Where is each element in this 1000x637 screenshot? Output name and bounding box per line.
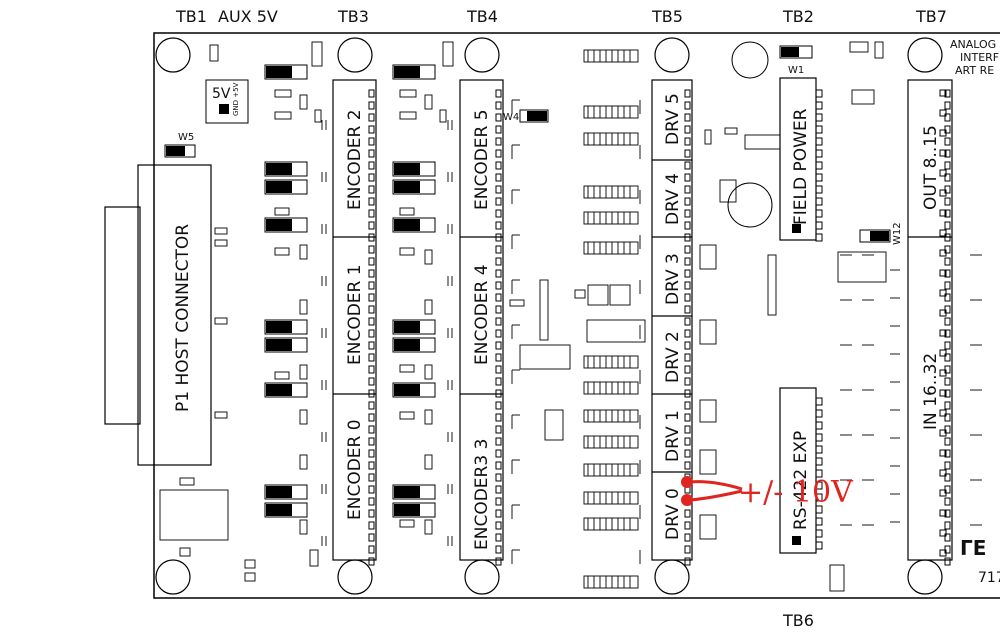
in-16-32-label: IN 16..32 [921, 353, 941, 430]
aux5v-box [205, 79, 249, 124]
drv-3-label: DRV 3 [663, 253, 683, 305]
logo-mark: ΓЕ [960, 536, 986, 560]
gnd5v-label: GND +5V [232, 82, 240, 116]
encoder-2-label: ENCODER 2 [345, 109, 365, 210]
w12-label: W12 [892, 222, 903, 245]
w5-label: W5 [178, 132, 194, 143]
tb6-label: TB6 [782, 611, 814, 630]
encoder-0-label: ENCODER 0 [345, 419, 365, 520]
jumper-blocks [264, 64, 436, 518]
analog-label-2: INTERF [960, 51, 999, 64]
tb7-label: TB7 [915, 7, 947, 26]
drv-0-label: DRV 0 [663, 488, 683, 540]
tb3-label: TB3 [337, 7, 369, 26]
analog-label-1: ANALOG [950, 38, 996, 51]
tb2-label: TB2 [782, 7, 814, 26]
drv-1-label: DRV 1 [663, 410, 683, 462]
encoder-5-label: ENCODER 5 [472, 109, 492, 210]
host-connector-label: P1 HOST CONNECTOR [173, 224, 193, 412]
ic-rows [583, 49, 639, 589]
tb4-label: TB4 [466, 7, 498, 26]
field-power-label: FIELD POWER [791, 108, 811, 225]
encoder-1-label: ENCODER 1 [345, 264, 365, 365]
board-outline [153, 32, 1000, 599]
part-number: 717 [978, 570, 1000, 586]
drv-2-label: DRV 2 [663, 331, 683, 383]
components [159, 41, 982, 592]
w1-label: W1 [788, 65, 804, 76]
w4-label: W4 [503, 112, 519, 123]
drv-4-label: DRV 4 [663, 173, 683, 225]
drv-5-label: DRV 5 [663, 93, 683, 145]
encoder-3-label: ENCODER3 3 [472, 439, 492, 550]
annotation-text: +/- 10V [738, 475, 854, 510]
tb1-label: TB1 [175, 7, 207, 26]
out-8-15-label: OUT 8..15 [921, 125, 941, 210]
analog-label-3: ART RE [955, 64, 994, 77]
annotation-lead-bottom [689, 489, 743, 502]
host-connector-outline [104, 164, 212, 466]
aux5v-box-label: 5V [212, 86, 231, 102]
annotation-pin-top [681, 476, 693, 488]
annotation-pin-bottom [681, 494, 693, 506]
voltage-annotation: +/- 10V [681, 475, 854, 510]
tb5-connector-block [651, 79, 693, 561]
annotation-lead-top [689, 480, 743, 491]
aux5v-label: AUX 5V [218, 7, 278, 26]
rs422-label: RS-422 EXP [791, 431, 811, 530]
connector-pins [368, 89, 951, 566]
tb5-label: TB5 [651, 7, 683, 26]
field-power-block [779, 77, 817, 241]
encoder-4-label: ENCODER 4 [472, 264, 492, 365]
